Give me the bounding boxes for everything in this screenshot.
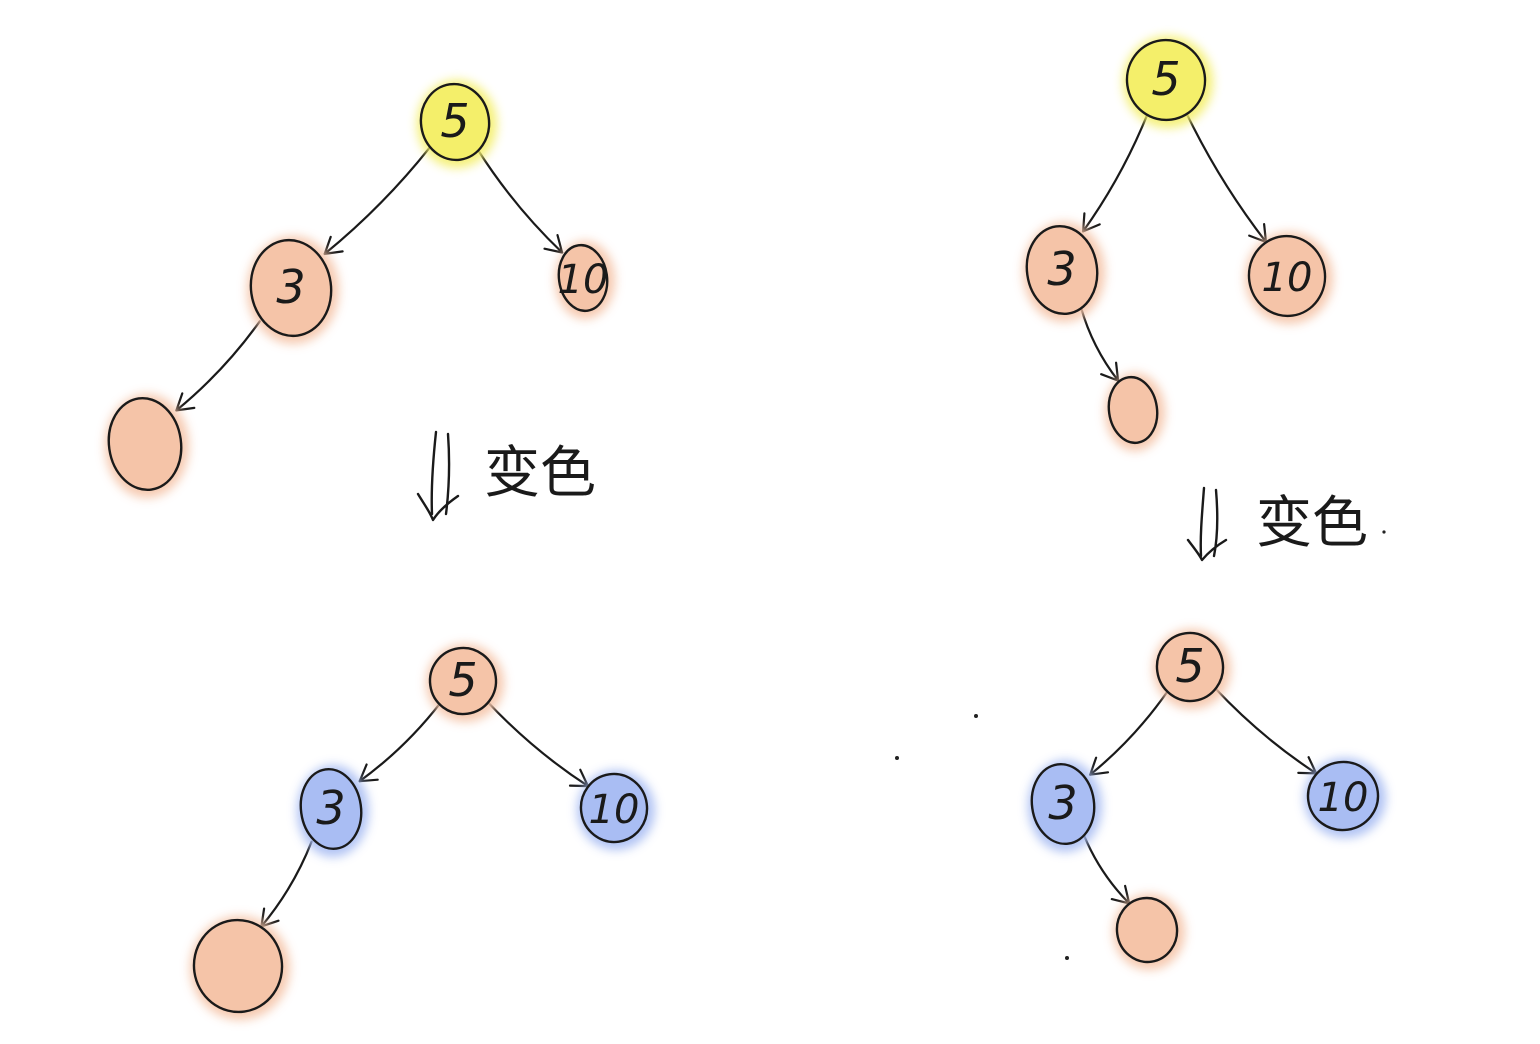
node-outline bbox=[428, 646, 498, 716]
double-down-arrow-icon bbox=[1186, 486, 1228, 562]
node-outline bbox=[1107, 375, 1159, 445]
node-fill bbox=[581, 774, 647, 842]
tree-node-5: 5 bbox=[1153, 629, 1231, 709]
double-down-arrow-icon bbox=[416, 430, 460, 522]
node-fill bbox=[1308, 762, 1378, 830]
tree-right-before: 5 3 10 bbox=[1023, 36, 1333, 451]
node-outline bbox=[1030, 762, 1096, 846]
tree-node-new bbox=[1105, 373, 1165, 451]
tree-node-5: 5 bbox=[426, 644, 504, 722]
node-fill bbox=[559, 245, 607, 311]
node-outline bbox=[1247, 234, 1327, 318]
node-outline bbox=[1155, 631, 1225, 703]
tree-node-10: 10 bbox=[1245, 232, 1333, 324]
node-label: 5 bbox=[1151, 52, 1180, 106]
tree-edge bbox=[260, 840, 313, 928]
node-outline bbox=[1115, 896, 1179, 964]
node-label: 5 bbox=[1175, 639, 1204, 693]
tree-left-before: 5 3 10 bbox=[105, 80, 615, 498]
node-fill bbox=[1249, 236, 1325, 316]
tree-left-after: 5 3 10 bbox=[190, 644, 655, 1020]
node-outline bbox=[579, 772, 649, 844]
node-label: 5 bbox=[448, 653, 477, 707]
node-fill bbox=[1109, 377, 1157, 443]
node-label: 3 bbox=[316, 781, 345, 835]
node-fill bbox=[251, 240, 331, 336]
node-outline bbox=[299, 767, 363, 851]
node-fill bbox=[109, 398, 181, 490]
tree-edge bbox=[1083, 834, 1131, 905]
node-label: 10 bbox=[589, 787, 640, 833]
recolor-step-left: 变色 bbox=[416, 430, 596, 522]
tree-node-new bbox=[1113, 894, 1185, 970]
tree-edge bbox=[358, 701, 442, 783]
recolor-label: 变色 bbox=[484, 441, 596, 506]
node-label: 10 bbox=[1262, 255, 1313, 301]
node-label: 10 bbox=[558, 257, 609, 303]
tree-edge bbox=[476, 148, 564, 254]
tree-node-10: 10 bbox=[577, 770, 655, 850]
tree-edge bbox=[175, 320, 261, 412]
node-fill bbox=[301, 769, 361, 849]
tree-edge bbox=[1079, 306, 1120, 382]
node-fill bbox=[1127, 40, 1205, 120]
node-outline bbox=[249, 238, 333, 338]
tree-node-new bbox=[190, 916, 290, 1020]
tree-node-10: 10 bbox=[1304, 758, 1386, 838]
node-fill bbox=[1032, 764, 1094, 844]
node-fill bbox=[1027, 226, 1097, 314]
tree-node-3: 3 bbox=[247, 236, 339, 344]
node-fill bbox=[1117, 898, 1177, 962]
stray-dot bbox=[1382, 530, 1386, 534]
stray-dot bbox=[974, 714, 978, 718]
tree-node-new bbox=[105, 394, 189, 498]
node-label: 10 bbox=[1318, 775, 1369, 821]
tree-edge bbox=[1184, 111, 1268, 244]
node-fill bbox=[430, 648, 496, 714]
tree-node-10: 10 bbox=[555, 241, 615, 319]
node-outline bbox=[107, 396, 183, 492]
node-label: 3 bbox=[276, 260, 305, 314]
recolor-step-right: 变色 bbox=[1186, 486, 1368, 562]
stray-dot bbox=[1065, 956, 1069, 960]
tree-node-5: 5 bbox=[417, 80, 497, 168]
tree-node-3: 3 bbox=[297, 765, 369, 857]
node-outline bbox=[1125, 38, 1207, 122]
tree-node-3: 3 bbox=[1023, 222, 1105, 322]
node-fill bbox=[421, 84, 489, 160]
node-outline bbox=[557, 243, 609, 313]
arrowhead-icon bbox=[543, 234, 564, 254]
recolor-label: 变色 bbox=[1256, 491, 1368, 556]
tree-node-5: 5 bbox=[1123, 36, 1213, 128]
tree-edge bbox=[485, 700, 590, 788]
node-label: 3 bbox=[1048, 776, 1077, 830]
node-fill bbox=[1157, 633, 1223, 701]
tree-edge bbox=[1089, 689, 1170, 776]
node-label: 5 bbox=[440, 94, 469, 148]
stray-dot bbox=[895, 756, 899, 760]
node-label: 3 bbox=[1047, 242, 1076, 296]
tree-edge bbox=[323, 146, 431, 255]
tree-edge bbox=[1213, 686, 1318, 775]
node-outline bbox=[1306, 760, 1380, 832]
trees-layer: 5 3 10 5 3 10 5 3 10 5 3 10 bbox=[105, 36, 1386, 1020]
node-outline bbox=[419, 82, 491, 162]
tree-right-after: 5 3 10 bbox=[1028, 629, 1386, 970]
node-fill bbox=[194, 920, 282, 1012]
tree-node-3: 3 bbox=[1028, 760, 1102, 852]
node-outline bbox=[192, 918, 284, 1014]
node-outline bbox=[1025, 224, 1099, 316]
tree-edge bbox=[1082, 112, 1149, 233]
